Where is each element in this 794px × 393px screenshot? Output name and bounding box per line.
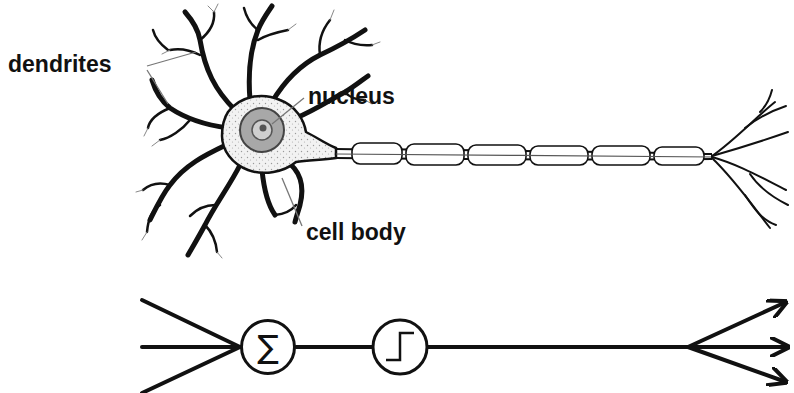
part-label: cell body <box>306 220 406 245</box>
leader-lines <box>147 52 304 226</box>
nucleus-drawing <box>240 108 284 152</box>
sum-symbol: ∑ <box>257 331 279 363</box>
step-function-circle <box>373 320 427 374</box>
axon-drawing <box>336 143 712 165</box>
part-label: dendrites <box>8 52 112 77</box>
step-function-symbol <box>386 333 414 360</box>
sum-circle: ∑ <box>240 319 296 375</box>
perceptron-wires <box>142 300 788 393</box>
part-label: nucleus <box>308 84 395 109</box>
axon-terminal-drawing <box>712 90 788 228</box>
